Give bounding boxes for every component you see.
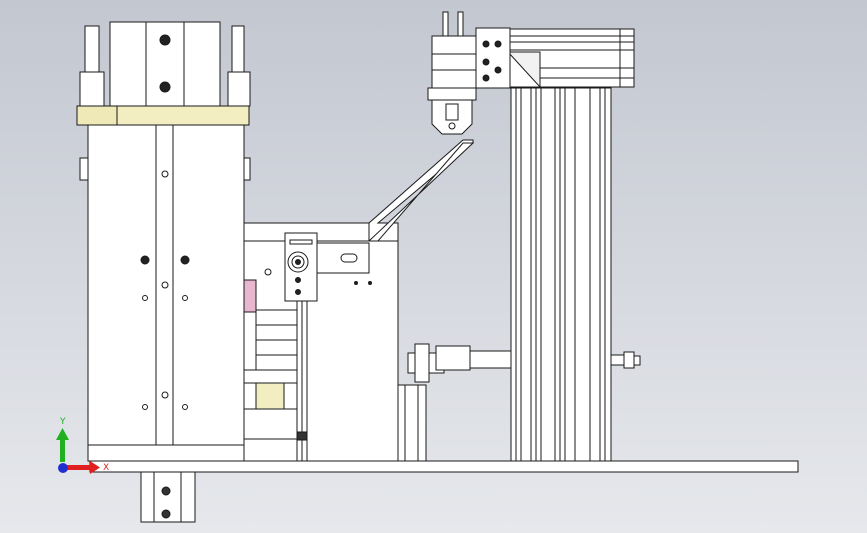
vertical-extrusions xyxy=(510,87,612,462)
y-axis-label: Y xyxy=(59,417,66,427)
inner-mechanism xyxy=(243,240,308,462)
coordinate-triad: Y X xyxy=(56,417,109,474)
top-collar xyxy=(76,105,250,126)
z-axis-dot xyxy=(58,463,68,473)
x-axis-label: X xyxy=(103,463,109,473)
y-axis-arrow xyxy=(60,436,65,462)
base-plate xyxy=(89,460,799,473)
roller-bracket xyxy=(284,232,372,302)
top-cylinder xyxy=(79,21,251,107)
bottom-cylinder xyxy=(140,471,196,523)
gripper-head xyxy=(427,11,511,135)
x-axis-arrow xyxy=(65,465,91,470)
left-housing xyxy=(79,124,251,462)
top-horizontal-extrusion xyxy=(506,28,635,89)
